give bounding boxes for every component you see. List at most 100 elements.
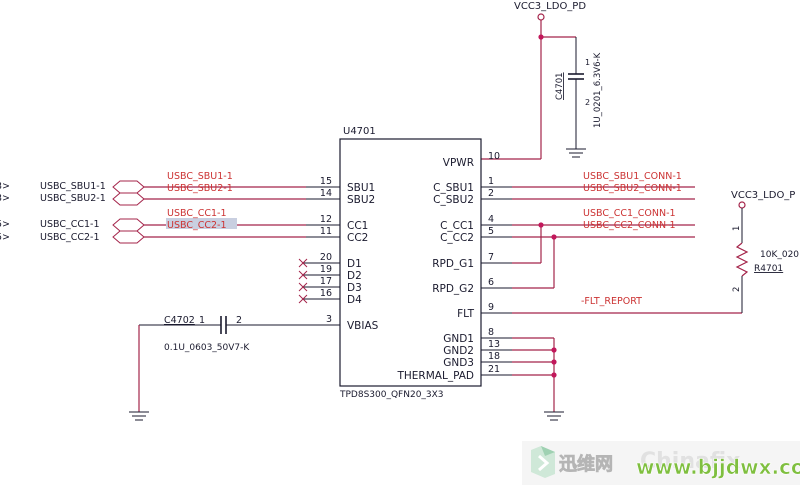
net-name: USBC_SBU2-1	[167, 183, 233, 194]
junction-dot	[538, 34, 544, 40]
pin-name: RPD_G2	[432, 283, 474, 295]
right-pin-names: VPWR C_SBU1 C_SBU2 C_CC1 C_CC2 RPD_G1 RP…	[396, 157, 474, 382]
pin-number: 14	[320, 188, 332, 199]
net-name: USBC_SBU2_CONN-1	[583, 183, 682, 194]
no-connect-marks	[298, 258, 308, 304]
selection-highlight	[166, 218, 237, 229]
page-refs: 3> 3> 5> 5>	[0, 181, 10, 243]
pin-name: D4	[347, 294, 362, 306]
pin-name: C_SBU2	[433, 194, 474, 206]
port-labels: USBC_SBU1-1 USBC_SBU2-1 USBC_CC1-1 USBC_…	[40, 181, 106, 243]
pin-name: VBIAS	[347, 320, 379, 332]
pin-number: 13	[488, 339, 500, 350]
watermark-cn: 迅维网	[559, 453, 613, 475]
pin-name: GND2	[443, 345, 474, 357]
pin-name: FLT	[457, 308, 474, 320]
pin-number: 8	[488, 327, 494, 338]
net-vcc3-ldo-p-label: VCC3_LDO_P	[731, 190, 795, 201]
c4701-ref: C4701	[555, 72, 565, 100]
pin-number: 15	[320, 176, 332, 187]
r4701-pin1: 1	[732, 226, 742, 231]
page-ref: 3>	[0, 181, 10, 192]
pin-number: 3	[326, 314, 332, 325]
pin-number: 21	[488, 364, 500, 375]
pin-number: 11	[320, 226, 332, 237]
c4701-value: 1U_0201_6.3V6-K	[593, 52, 603, 128]
port-label: USBC_SBU1-1	[40, 181, 106, 192]
pin-name: THERMAL_PAD	[396, 370, 474, 382]
port-label: USBC_CC1-1	[40, 219, 100, 230]
watermark-faint: Chinafix	[640, 449, 740, 474]
port-label: USBC_SBU2-1	[40, 193, 106, 204]
c4702-pin1: 1	[199, 315, 205, 326]
pin-number: 18	[488, 351, 500, 362]
pin-name: C_SBU1	[433, 182, 474, 194]
pin-number: 2	[488, 188, 494, 199]
pin-number: 10	[488, 151, 500, 162]
pin-name: CC1	[347, 220, 368, 232]
c4702-ref: C4702	[164, 315, 195, 326]
right-signal-wires	[512, 186, 742, 412]
ldo-supply-top: VCC3_LDO_PD 1 2 C4701 1U_0201_6.3V6-K	[481, 1, 603, 160]
pin-name: VPWR	[443, 157, 474, 169]
pin-number: 1	[488, 176, 494, 187]
pin-name: D1	[347, 258, 362, 270]
power-port-circle	[537, 13, 545, 21]
page-ref: 5>	[0, 232, 10, 243]
pin-number: 6	[488, 277, 494, 288]
cap-c4702: C4702 1 2 0.1U_0603_50V7-K	[129, 315, 306, 421]
right-signals: USBC_SBU1_CONN-1 USBC_SBU2_CONN-1 USBC_C…	[512, 171, 742, 421]
pullup-r4701: VCC3_LDO_P 1 2 10K_020 R4701	[731, 190, 799, 313]
r4701-ref: R4701	[754, 264, 783, 274]
power-port-circle	[738, 201, 746, 209]
pin-name: GND1	[443, 333, 474, 345]
net-name: USBC_SBU1_CONN-1	[583, 171, 682, 182]
net-vcc3-ldo-pd-label: VCC3_LDO_PD	[514, 1, 586, 12]
net-name: USBC_SBU1-1	[167, 171, 233, 182]
pin-name: SBU2	[347, 194, 375, 206]
r4701-value: 10K_020	[760, 250, 799, 260]
pin-name: GND3	[443, 357, 474, 369]
ic-part-number: TPD8S300_QFN20_3X3	[339, 390, 444, 400]
pin-number: 12	[320, 214, 332, 225]
left-pin-names: SBU1 SBU2 CC1 CC2 D1 D2 D3 D4 VBIAS	[347, 182, 379, 332]
pin-number: 5	[488, 226, 494, 237]
pin-number: 19	[320, 264, 332, 275]
pin-number: 4	[488, 214, 494, 225]
r4701-pin2: 2	[732, 287, 742, 292]
ic-ref: U4701	[343, 126, 376, 137]
pin-number: 20	[320, 252, 332, 263]
right-pin-numbers: 10 1 2 4 5 7 6 9 8 13 18 21	[488, 151, 500, 375]
left-ports: 3> 3> 5> 5> USBC_SBU1-1 USBC_SBU2-1 USBC…	[0, 171, 306, 244]
pin-number: 9	[488, 302, 494, 313]
net-name: USBC_CC2-1	[167, 220, 227, 231]
net-name: USBC_CC2_CONN-1	[583, 220, 676, 231]
pin-name: CC2	[347, 232, 368, 244]
net-name: USBC_CC1_CONN-1	[583, 208, 676, 219]
left-net-names: USBC_SBU1-1 USBC_SBU2-1 USBC_CC1-1 USBC_…	[167, 171, 233, 231]
page-ref: 3>	[0, 193, 10, 204]
page-ref: 5>	[0, 219, 10, 230]
watermark-url: www.bjjdwx.com	[636, 455, 800, 479]
pin-name: C_CC2	[440, 232, 474, 244]
pin-name: D2	[347, 270, 362, 282]
c4701-pin2: 2	[585, 98, 590, 107]
c4702-value: 0.1U_0603_50V7-K	[164, 343, 250, 353]
pin-name: RPD_G1	[432, 258, 474, 270]
pin-name: C_CC1	[440, 220, 474, 232]
junction-dots	[538, 222, 557, 378]
pin-number: 7	[488, 252, 494, 263]
net-name: USBC_CC1-1	[167, 208, 227, 219]
left-pin-numbers: 15 14 12 11 20 19 17 16 3	[320, 176, 332, 325]
watermark-bg	[522, 441, 800, 485]
logo-icon	[531, 446, 555, 478]
port-label: USBC_CC2-1	[40, 232, 100, 243]
r4701-body	[735, 242, 749, 277]
pin-number: 17	[320, 276, 332, 287]
port-symbols	[112, 180, 145, 244]
c4702-pin2: 2	[236, 315, 242, 326]
right-net-names: USBC_SBU1_CONN-1 USBC_SBU2_CONN-1 USBC_C…	[581, 171, 682, 307]
net-name: -FLT_REPORT	[581, 296, 642, 307]
pin-name: SBU1	[347, 182, 375, 194]
